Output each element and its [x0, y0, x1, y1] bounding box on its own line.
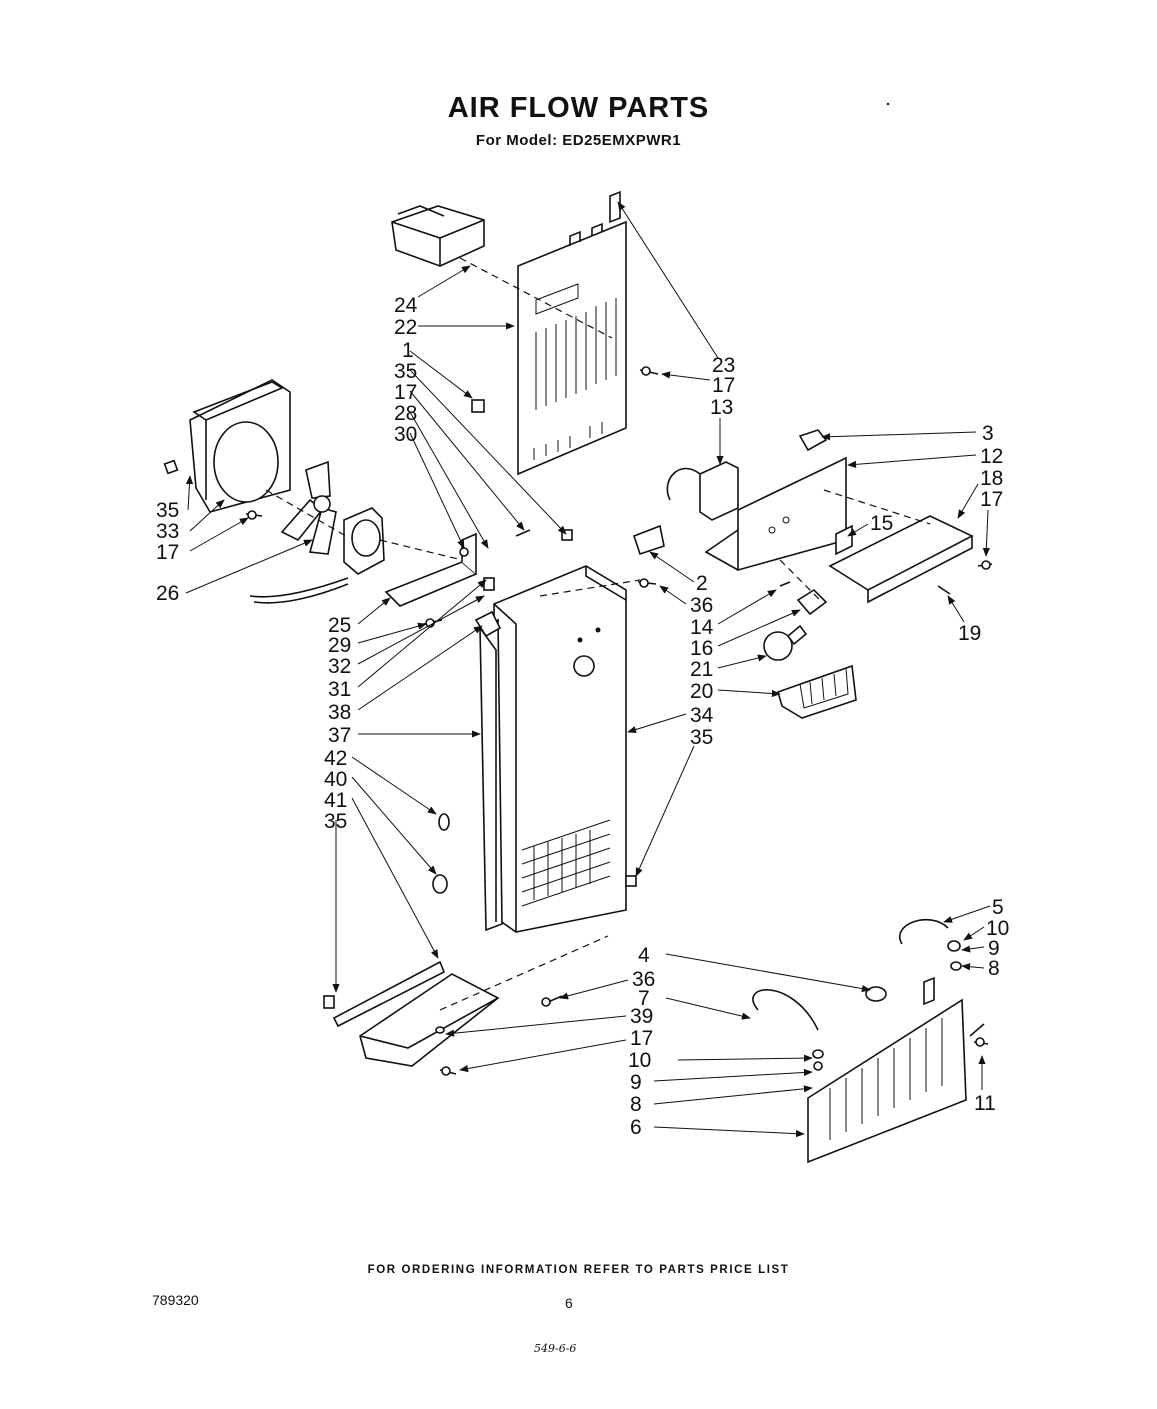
callout-21: 21 — [690, 658, 713, 681]
ordering-note: FOR ORDERING INFORMATION REFER TO PARTS … — [367, 1264, 790, 1276]
scan-speck — [886, 102, 890, 106]
part-13-damper-control — [666, 461, 739, 521]
callout-18: 18 — [980, 467, 1003, 490]
model-subtitle: For Model: ED25EMXPWR1 — [475, 132, 682, 149]
callout-30: 30 — [394, 423, 417, 446]
callout-28: 28 — [394, 402, 417, 425]
part-24-damper-box — [391, 205, 485, 267]
callout-37: 37 — [328, 724, 351, 747]
callout-11: 11 — [974, 1092, 996, 1115]
callout-22: 22 — [394, 316, 417, 339]
callout-38: 38 — [328, 701, 351, 724]
callout-10: 10 — [986, 917, 1009, 940]
callout-6: 6 — [630, 1116, 642, 1139]
callout-42: 42 — [324, 747, 347, 770]
part-37-foam-seal — [479, 618, 503, 932]
callout-16: 16 — [690, 637, 713, 660]
callout-15: 15 — [870, 512, 893, 535]
callout-8: 8 — [630, 1093, 642, 1116]
part-18-light-shield — [828, 515, 974, 604]
cover-34-vents — [521, 819, 611, 907]
part-16-light-socket — [796, 588, 828, 616]
callout-25: 25 — [328, 614, 351, 637]
callout-26: 26 — [156, 582, 179, 605]
callout-17: 17 — [394, 381, 417, 404]
callout-5: 5 — [992, 896, 1004, 919]
callout-1: 1 — [402, 339, 414, 362]
part-22-upper-air-panel — [517, 190, 627, 476]
part-25-fan-motor — [249, 507, 385, 604]
callout-41: 41 — [324, 789, 347, 812]
callout-36: 36 — [632, 968, 655, 991]
callout-19: 19 — [958, 622, 981, 645]
callout-2: 2 — [696, 572, 708, 595]
callout-35: 35 — [394, 360, 417, 383]
part-26-fan-blade — [280, 460, 337, 555]
screws — [245, 366, 993, 1076]
part-20-light-lens — [777, 664, 857, 719]
handwritten-note: 549-6-6 — [534, 1342, 577, 1355]
callout-8: 8 — [988, 957, 1000, 980]
callout-12: 12 — [980, 445, 1003, 468]
page-number: 6 — [565, 1295, 573, 1311]
fan-shroud-housing — [189, 379, 291, 513]
evaporator-fins — [829, 1018, 943, 1140]
callout-34: 34 — [690, 704, 714, 727]
callout-4: 4 — [638, 944, 650, 967]
callout-17: 17 — [630, 1027, 653, 1050]
leader-lines — [185, 201, 991, 1138]
callout-17: 17 — [712, 374, 735, 397]
callout-3: 3 — [982, 422, 994, 445]
page-title: AIR FLOW PARTS — [447, 92, 710, 124]
callout-labels: 24 22 1 35 17 28 30 35 33 17 26 25 29 32… — [156, 294, 1009, 1139]
callout-35: 35 — [156, 499, 179, 522]
callout-9: 9 — [630, 1071, 642, 1094]
callout-31: 31 — [328, 678, 351, 701]
callout-14: 14 — [690, 616, 714, 639]
callout-7: 7 — [638, 987, 650, 1010]
callout-9: 9 — [988, 937, 1000, 960]
fasteners — [163, 399, 962, 1071]
document-number: 789320 — [152, 1292, 199, 1308]
callout-10: 10 — [628, 1049, 651, 1072]
callout-33: 33 — [156, 520, 179, 543]
callout-39: 39 — [630, 1005, 653, 1028]
callout-13: 13 — [710, 396, 733, 419]
part-34-evaporator-cover — [493, 565, 627, 933]
callout-29: 29 — [328, 634, 351, 657]
callout-40: 40 — [324, 768, 347, 791]
part-3-thermostat-clip — [798, 429, 828, 452]
callout-23: 23 — [712, 354, 735, 377]
part-39-drain-trough — [332, 960, 500, 1067]
callout-35: 35 — [324, 810, 347, 833]
callout-17: 17 — [980, 488, 1003, 511]
callout-36: 36 — [690, 594, 713, 617]
callout-35: 35 — [690, 726, 713, 749]
callout-24: 24 — [394, 294, 418, 317]
callout-32: 32 — [328, 655, 351, 678]
part-6-evaporator-coil — [752, 918, 967, 1164]
panel-22-louvers — [535, 298, 617, 410]
assembly-dashed-lines — [265, 257, 931, 1011]
callout-20: 20 — [690, 680, 713, 703]
part-21-light-bulb — [763, 624, 808, 661]
callout-17: 17 — [156, 541, 179, 564]
